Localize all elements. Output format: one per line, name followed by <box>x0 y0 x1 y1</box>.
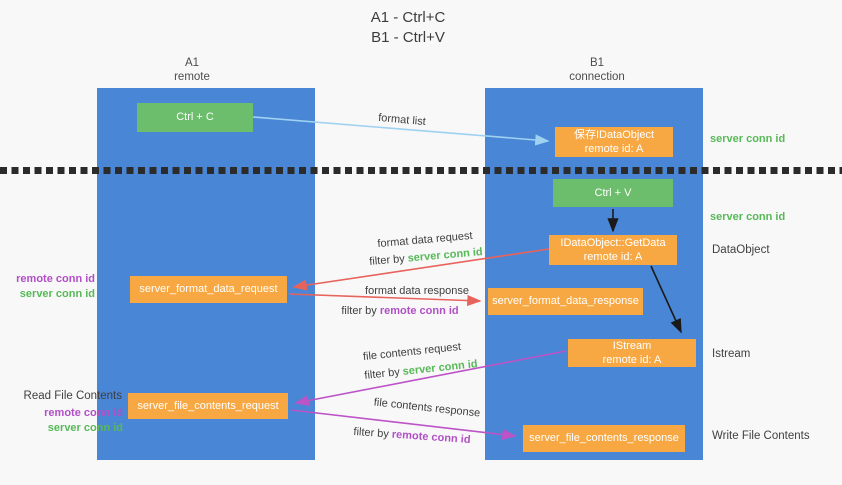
file-contents-request-text: file contents request <box>362 340 462 364</box>
dataobject-text: DataObject <box>712 244 770 256</box>
node-idataobject-getdata: IDataObject::GetData remote id: A <box>549 235 677 265</box>
read-file-contents-text: Read File Contents <box>23 390 122 402</box>
node-getdata-line2: remote id: A <box>583 251 643 263</box>
remote-conn-id-text: remote conn id <box>379 305 459 317</box>
left-conn-id-labels-file: remote conn id server conn id <box>44 406 123 436</box>
read-file-contents-label: Read File Contents <box>24 390 122 402</box>
istream-label: Istream <box>712 348 750 360</box>
node-server-file-contents-response: server_file_contents_response <box>523 425 685 452</box>
remote-conn-id-label: remote conn id <box>16 273 95 285</box>
node-istream: IStream remote id: A <box>568 339 696 367</box>
label-file-contents-request: file contents request <box>362 341 461 363</box>
label-format-list: format list <box>378 112 427 128</box>
filter-by-text: filter by <box>341 305 377 317</box>
remote-conn-id-text: remote conn id <box>391 428 471 447</box>
right-server-conn-id-1: server conn id <box>710 133 785 145</box>
format-list-text: format list <box>377 111 427 129</box>
title-line-2: B1 - Ctrl+V <box>371 29 445 46</box>
node-file-request-label: server_file_contents_request <box>137 399 279 412</box>
column-a1-id: A1 <box>184 57 200 69</box>
filter-by-text: filter by <box>353 425 390 441</box>
label-file-contents-response: file contents response <box>373 396 481 419</box>
node-file-response-label: server_file_contents_response <box>529 432 679 444</box>
server-conn-id-text: server conn id <box>402 358 479 378</box>
write-file-contents-label: Write File Contents <box>712 430 810 442</box>
dataobject-label: DataObject <box>712 244 770 256</box>
node-format-request-label: server_format_data_request <box>139 283 278 295</box>
node-istream-line2: remote id: A <box>602 354 662 366</box>
write-file-contents-text: Write File Contents <box>712 430 810 442</box>
file-contents-response-text: file contents response <box>373 396 481 420</box>
node-ctrl-v-label: Ctrl + V <box>594 186 632 199</box>
istream-text: Istream <box>712 348 751 360</box>
node-ctrl-c: Ctrl + C <box>137 103 253 132</box>
node-server-format-data-request: server_format_data_request <box>130 276 287 303</box>
format-data-response-text: format data response <box>365 285 469 297</box>
node-format-response-label: server_format_data_response <box>492 295 639 307</box>
phase-separator-dotted-line <box>0 167 842 174</box>
node-ctrl-c-label: Ctrl + C <box>176 111 214 123</box>
column-header-a1: A1 remote <box>174 56 210 84</box>
title-line-1: A1 - Ctrl+C <box>370 9 446 26</box>
node-save-dataobject-line2: remote id: A <box>584 143 644 155</box>
left-conn-id-labels-format: remote conn id server conn id <box>16 272 95 302</box>
node-server-format-data-response: server_format_data_response <box>488 288 643 315</box>
diagram-title: A1 - Ctrl+C B1 - Ctrl+V <box>371 8 446 48</box>
column-b1-name: connection <box>569 71 625 83</box>
node-ctrl-v: Ctrl + V <box>553 179 673 207</box>
server-conn-id-text: server conn id <box>710 211 786 223</box>
column-a1-name: remote <box>174 71 210 83</box>
server-conn-id-label: server conn id <box>47 422 123 434</box>
column-b1-id: B1 <box>589 57 605 69</box>
node-server-file-contents-request: server_file_contents_request <box>128 393 288 419</box>
node-istream-line1: IStream <box>612 340 652 352</box>
remote-conn-id-label: remote conn id <box>44 407 123 419</box>
node-save-dataobject: 保存IDataObject remote id: A <box>555 127 673 157</box>
server-conn-id-label: server conn id <box>19 288 95 300</box>
column-header-b1: B1 connection <box>569 56 625 84</box>
node-getdata-line1: IDataObject::GetData <box>560 237 666 249</box>
server-conn-id-text: server conn id <box>710 133 786 145</box>
filter-by-text: filter by <box>368 252 406 268</box>
filter-by-text: filter by <box>363 366 401 382</box>
right-server-conn-id-2: server conn id <box>710 211 785 223</box>
node-save-dataobject-line1: 保存IDataObject <box>573 129 655 141</box>
server-conn-id-text: server conn id <box>407 246 484 265</box>
label-format-data-response: format data response <box>365 285 469 297</box>
